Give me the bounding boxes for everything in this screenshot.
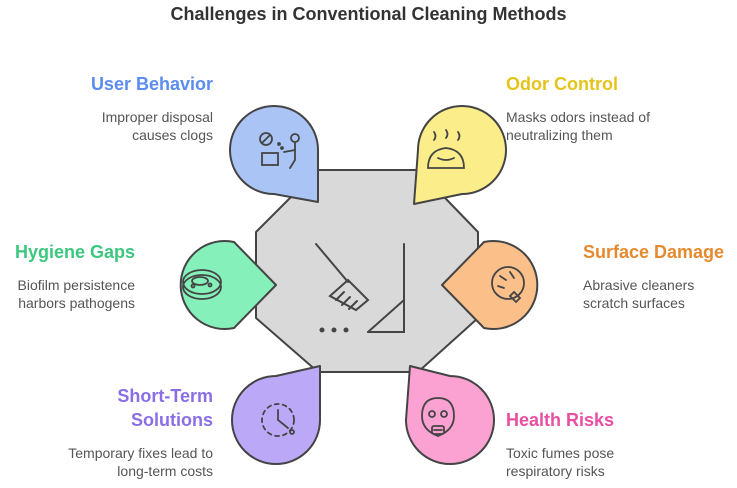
- drop-short-term-solutions: [231, 365, 321, 465]
- short-term-title-line-1: Short-Term: [117, 386, 213, 406]
- drop-hygiene-gaps: [179, 240, 277, 330]
- short-term-desc-line-2: long-term costs: [117, 463, 213, 479]
- odor-control-desc-line-1: Masks odors instead of: [506, 109, 650, 125]
- user-behavior-title: User Behavior: [90, 74, 213, 94]
- petri-dish-icon: [182, 269, 222, 300]
- surface-damage-desc-line-2: scratch surfaces: [583, 295, 685, 311]
- surface-damage-title: Surface Damage: [583, 242, 725, 262]
- hygiene-gaps-title: Hygiene Gaps: [14, 242, 135, 262]
- user-behavior-desc-line-1: Improper disposal: [101, 109, 213, 125]
- odor-control-desc-line-2: neutralizing them: [506, 127, 613, 143]
- smelly-pile-icon: [427, 129, 465, 169]
- broom-dustpan-icon: [315, 243, 405, 333]
- hygiene-gaps-desc-line-1: Biofilm persistence: [17, 277, 136, 293]
- no-dumping-icon: [259, 132, 300, 169]
- health-risks-desc-line-2: respiratory risks: [506, 463, 605, 479]
- drop-user-behavior: [229, 105, 319, 203]
- page-title: Challenges in Conventional Cleaning Meth…: [170, 4, 567, 24]
- surface-damage-desc-line-1: Abrasive cleaners: [583, 277, 695, 293]
- timer-icon: [261, 403, 295, 437]
- center-octagon: [255, 169, 479, 373]
- health-risks-desc-line-1: Toxic fumes pose: [506, 445, 615, 461]
- user-behavior-desc-line-2: causes clogs: [132, 127, 213, 143]
- hygiene-gaps-desc-line-2: harbors pathogens: [18, 295, 135, 311]
- short-term-title-line-2: Solutions: [131, 410, 213, 430]
- drop-surface-damage: [441, 240, 539, 330]
- health-risks-title: Health Risks: [506, 410, 615, 430]
- drop-health-risks: [405, 365, 495, 465]
- short-term-desc-line-1: Temporary fixes lead to: [68, 445, 213, 461]
- scratched-surface-icon: [491, 266, 525, 304]
- odor-control-title: Odor Control: [506, 74, 618, 94]
- gas-mask-icon: [421, 397, 455, 437]
